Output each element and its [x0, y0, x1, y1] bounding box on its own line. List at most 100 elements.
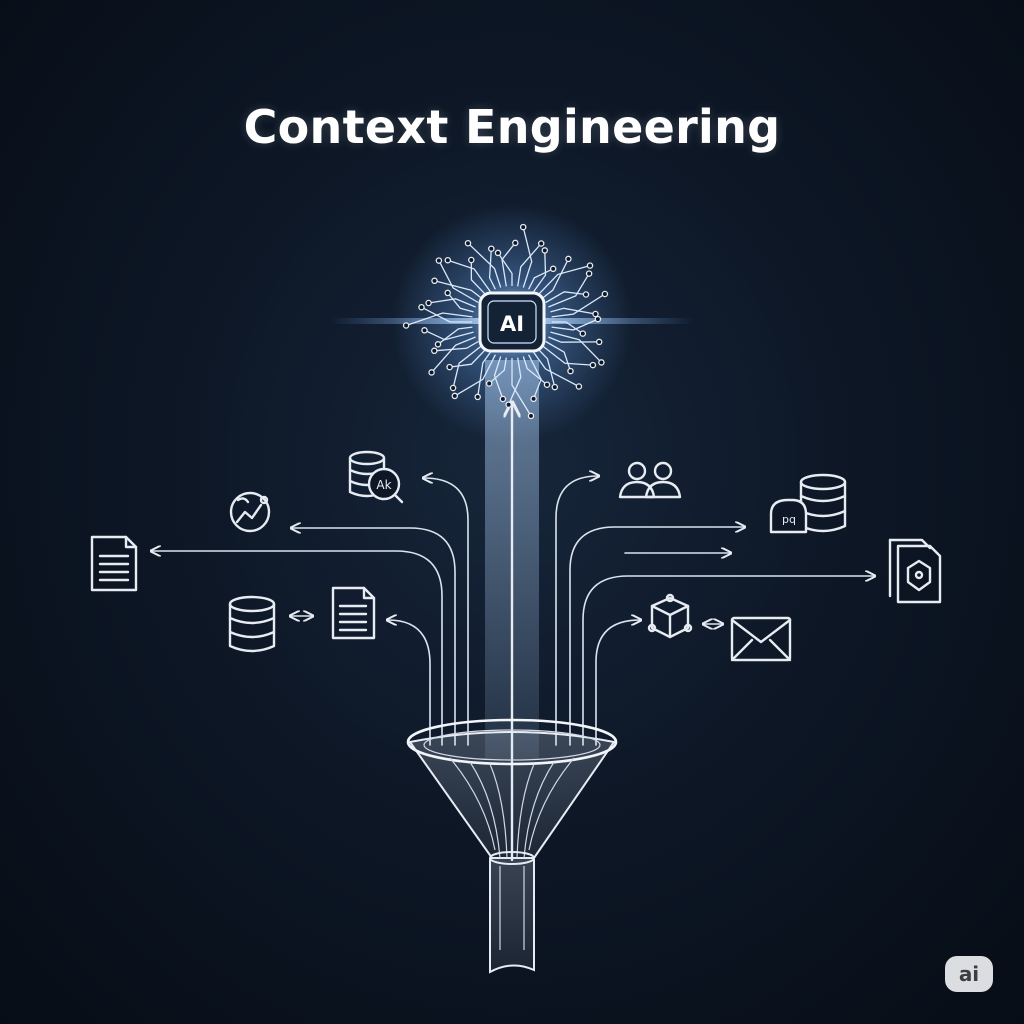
circuit-node [418, 303, 425, 311]
database-icon [228, 595, 276, 653]
database-chat-label: pq [782, 513, 796, 526]
circuit-node [595, 338, 603, 346]
circuit-trace [497, 252, 513, 286]
ai-badge[interactable]: ai [945, 956, 993, 992]
circuit-node [444, 256, 452, 264]
circuit-trace [548, 273, 590, 308]
circuit-trace [541, 345, 593, 366]
circuit-trace [477, 351, 491, 397]
circuit-trace [545, 291, 587, 304]
circuit-node [431, 347, 438, 355]
circuit-node [428, 369, 435, 376]
flow-line-users [555, 476, 598, 746]
flow-line-cube [595, 620, 640, 746]
funnel [406, 718, 618, 974]
circuit-node [541, 247, 549, 254]
circuit-node [468, 256, 475, 264]
circuit-node [598, 359, 605, 366]
circuit-node [402, 322, 410, 329]
circuit-trace [517, 243, 542, 287]
circuit-node [474, 393, 481, 401]
circuit-trace [467, 242, 502, 288]
users-icon [618, 461, 682, 499]
flow-line-database-chat [569, 527, 744, 746]
flow-line-document-left [152, 551, 443, 746]
circuit-node [585, 270, 593, 277]
circuit-trace [431, 336, 476, 373]
circuit-trace [421, 306, 472, 323]
circuit-trace [533, 351, 580, 388]
database-chat-icon [769, 473, 847, 534]
circuit-trace [488, 357, 507, 384]
circuit-trace [434, 340, 479, 352]
circuit-trace [533, 250, 547, 293]
ai-chip-label: AI [500, 312, 524, 336]
circuit-trace [493, 356, 504, 400]
circuit-trace [454, 354, 496, 397]
circuit-node [579, 330, 587, 337]
database-search-label: Ak [376, 478, 391, 492]
circuit-trace [537, 348, 556, 388]
circuit-trace [434, 280, 483, 299]
document-small-icon [331, 586, 376, 640]
circuit-node [425, 299, 432, 307]
flow-line-document-secure [582, 576, 874, 746]
circuit-trace [541, 258, 569, 299]
circuit-trace [449, 348, 487, 368]
circuit-trace [447, 259, 491, 293]
circuit-trace [511, 358, 532, 417]
circuit-trace [548, 336, 600, 343]
circuit-node [449, 384, 457, 392]
envelope-icon [730, 616, 792, 662]
circuit-trace [508, 357, 522, 405]
circuit-node [494, 249, 502, 257]
circuit-node [530, 395, 537, 403]
circuit-traces [402, 223, 609, 420]
circuit-trace [428, 298, 476, 308]
circuit-trace [550, 307, 596, 315]
circuit-node [444, 289, 451, 297]
circuit-node [499, 395, 507, 403]
circuit-node [594, 315, 602, 323]
circuit-trace [488, 248, 496, 290]
circuit-trace [437, 326, 473, 345]
circuit-node [435, 257, 443, 264]
circuit-node [567, 367, 574, 375]
circuit-node [589, 361, 597, 369]
circuit-node [575, 383, 583, 390]
circuit-node [565, 255, 572, 263]
circuit-trace [405, 312, 473, 327]
circuit-node [485, 380, 493, 387]
circuit-trace [528, 268, 554, 290]
circuit-node [586, 262, 594, 269]
circuit-trace [452, 345, 483, 389]
flow-line-database-search [424, 478, 469, 746]
circuit-trace [552, 321, 584, 335]
circuit-trace [551, 293, 606, 318]
circuit-node [451, 392, 459, 400]
circuit-node [431, 277, 438, 285]
circuit-node [512, 239, 519, 247]
circuit-trace [438, 260, 479, 304]
database-search-icon [348, 450, 404, 504]
document-icon [90, 535, 138, 592]
diagram-title: Context Engineering [243, 100, 781, 154]
circuit-node [527, 412, 535, 420]
circuit-node [537, 240, 545, 247]
circuit-trace [447, 292, 474, 313]
circuit-trace [551, 318, 599, 331]
flow-lines [152, 476, 874, 746]
flow-line-document-small [388, 620, 431, 746]
circuit-node [488, 245, 495, 252]
circuit-node [464, 239, 472, 247]
circuit-node [582, 291, 590, 298]
circuit-node [601, 290, 609, 298]
circuit-node [592, 310, 599, 318]
circuit-node [434, 341, 442, 348]
circuit-trace [545, 340, 572, 372]
circuit-node [446, 363, 453, 371]
circuit-trace [537, 264, 591, 296]
circuit-node [549, 265, 557, 273]
cube-network-icon [647, 593, 693, 639]
